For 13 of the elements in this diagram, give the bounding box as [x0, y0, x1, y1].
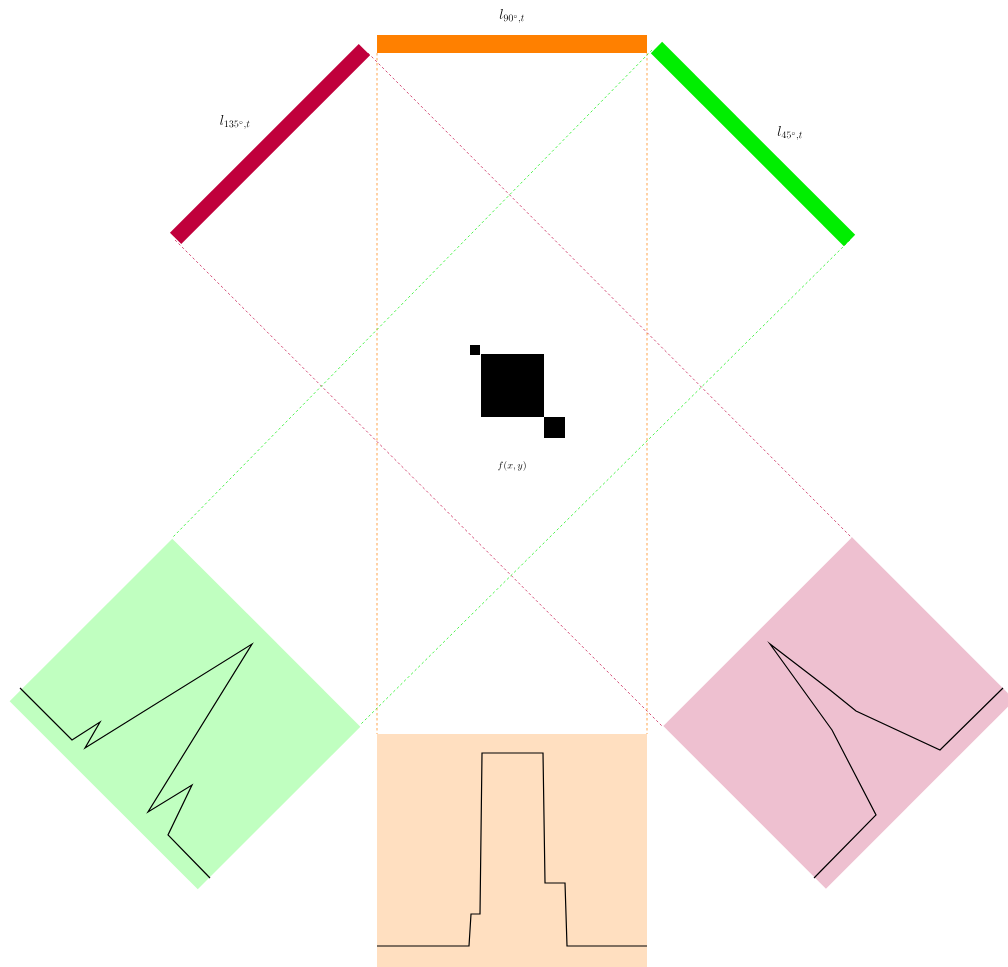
projection-panel: [9, 538, 361, 890]
bar-label: $l_{45^\circ,t}$: [777, 125, 803, 141]
projection-line: [174, 239, 664, 728]
projection-line: [171, 49, 653, 539]
projection-line: [646, 52, 648, 735]
bar-label: $l_{90^\circ,t}$: [499, 8, 525, 24]
projection-line: [367, 52, 853, 539]
projection-line: [376, 52, 378, 735]
projection-line: [359, 239, 851, 726]
bar-label: $l_{135^\circ,t}$: [220, 114, 250, 130]
projection-panel: [377, 734, 647, 967]
function-label: $f(x,y)$: [497, 461, 526, 471]
projection-panel: [663, 537, 1008, 889]
